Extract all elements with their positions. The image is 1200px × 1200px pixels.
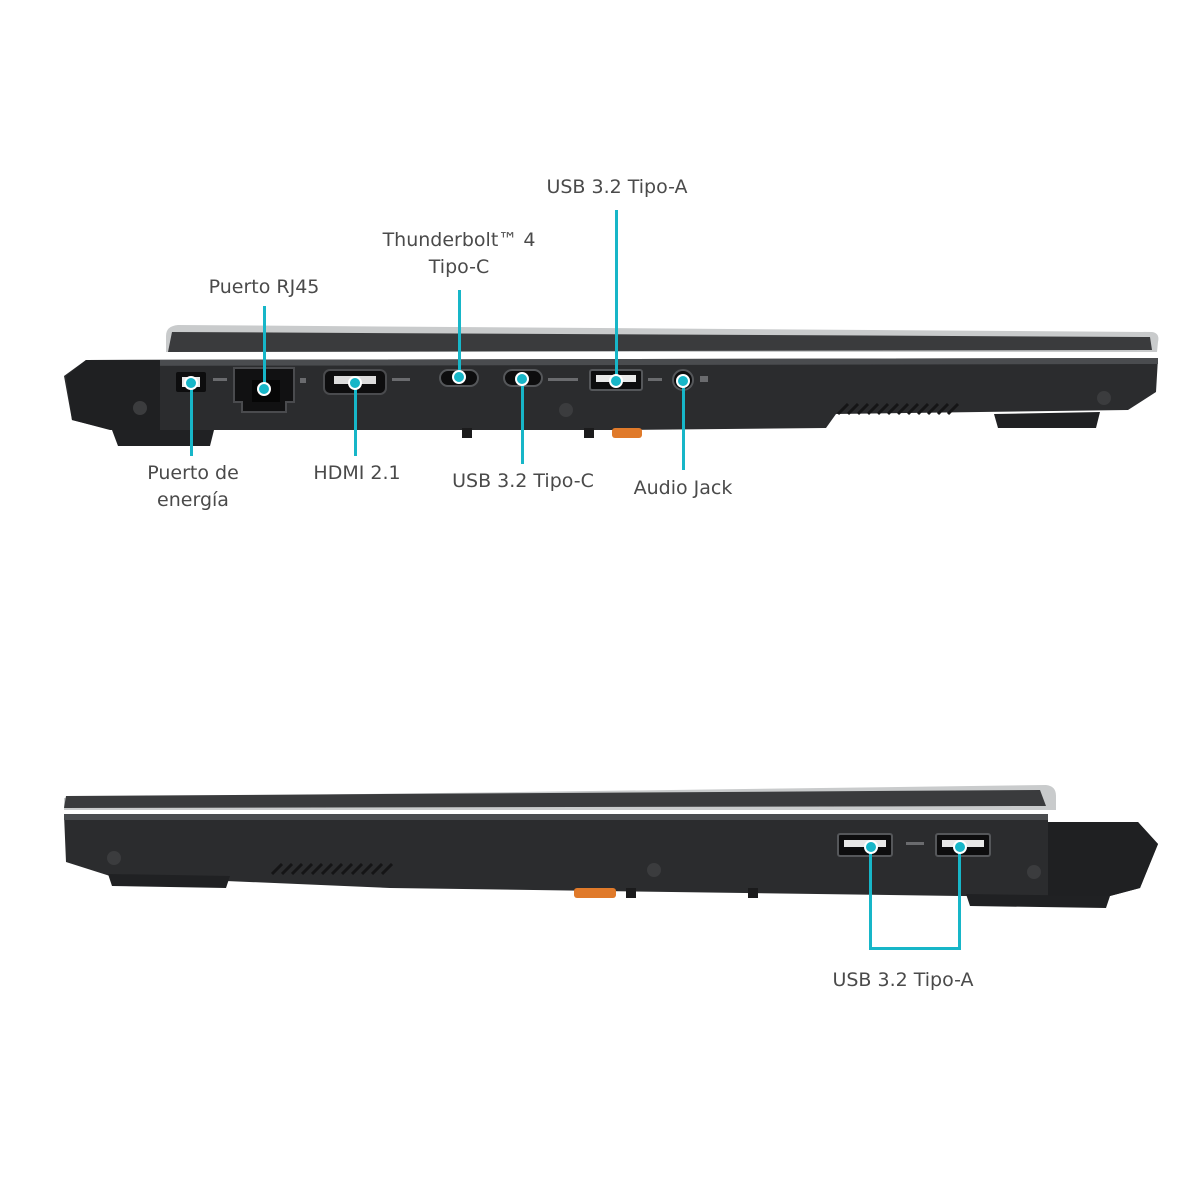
base-body bbox=[64, 814, 1158, 896]
thunderbolt-label: Thunderbolt™ 4 Tipo-C bbox=[383, 227, 536, 281]
orange-accent bbox=[612, 428, 642, 438]
thunderbolt-label-line2: Tipo-C bbox=[428, 256, 490, 278]
rj45-callout-line bbox=[263, 306, 266, 388]
tab bbox=[584, 428, 594, 438]
rj45-callout-dot bbox=[257, 382, 271, 396]
power-label-line2: energía bbox=[157, 489, 229, 511]
vent-grille bbox=[270, 862, 394, 876]
foot-right bbox=[966, 894, 1110, 908]
usb-c-callout-dot bbox=[515, 372, 529, 386]
screw bbox=[1097, 391, 1111, 405]
base-top-highlight bbox=[84, 358, 1158, 366]
foot-left bbox=[112, 430, 214, 446]
audio-callout-line bbox=[682, 380, 685, 470]
tab bbox=[748, 888, 758, 898]
foot-right bbox=[994, 412, 1100, 428]
thunderbolt-callout-dot bbox=[452, 370, 466, 384]
laptop-right-side-view bbox=[64, 785, 1158, 908]
hdmi-callout-line bbox=[354, 382, 357, 456]
usb-a-callout-line bbox=[615, 210, 618, 378]
screw bbox=[107, 851, 121, 865]
vent-grille bbox=[836, 402, 960, 416]
usb-a-right-callout-dot bbox=[864, 840, 878, 854]
screw bbox=[559, 403, 573, 417]
screw bbox=[133, 401, 147, 415]
audio-label: Audio Jack bbox=[633, 477, 733, 499]
rj45-label: Puerto RJ45 bbox=[208, 276, 320, 298]
power-label: Puerto de energía bbox=[147, 460, 239, 514]
usb-c-callout-line bbox=[521, 378, 524, 464]
power-label-line1: Puerto de bbox=[147, 462, 239, 484]
usb-c-label: USB 3.2 Tipo-C bbox=[452, 470, 594, 492]
orange-accent bbox=[574, 888, 616, 898]
usb-a-right-callout-dot bbox=[953, 840, 967, 854]
thunderbolt-label-line1: Thunderbolt™ 4 bbox=[382, 229, 536, 251]
usb-a-label: USB 3.2 Tipo-A bbox=[546, 176, 688, 198]
rear-wedge bbox=[1048, 822, 1158, 896]
usb-a-right-callout-bar bbox=[869, 947, 961, 950]
tab bbox=[462, 428, 472, 438]
base-body bbox=[64, 358, 1158, 430]
hdmi-callout-dot bbox=[348, 376, 362, 390]
usb-a-right-callout-right bbox=[958, 846, 961, 950]
usb-a-right-callout-left bbox=[869, 846, 872, 950]
audio-callout-dot bbox=[676, 374, 690, 388]
power-callout-line bbox=[190, 382, 193, 456]
thunderbolt-callout-line bbox=[458, 290, 461, 376]
usb-a-right-label: USB 3.2 Tipo-A bbox=[832, 969, 974, 991]
base-top-highlight bbox=[64, 814, 1048, 820]
tab bbox=[626, 888, 636, 898]
usb-a-callout-dot bbox=[609, 374, 623, 388]
screw bbox=[1027, 865, 1041, 879]
etched-markings bbox=[213, 376, 708, 383]
etched-marking bbox=[906, 842, 924, 845]
lid-top bbox=[64, 790, 1046, 808]
lid-top bbox=[168, 332, 1152, 352]
power-callout-dot bbox=[184, 376, 198, 390]
screw bbox=[647, 863, 661, 877]
hdmi-label: HDMI 2.1 bbox=[313, 462, 401, 484]
front-wedge bbox=[66, 360, 160, 430]
foot-left bbox=[108, 874, 230, 888]
laptop-left-side-view bbox=[64, 325, 1159, 446]
